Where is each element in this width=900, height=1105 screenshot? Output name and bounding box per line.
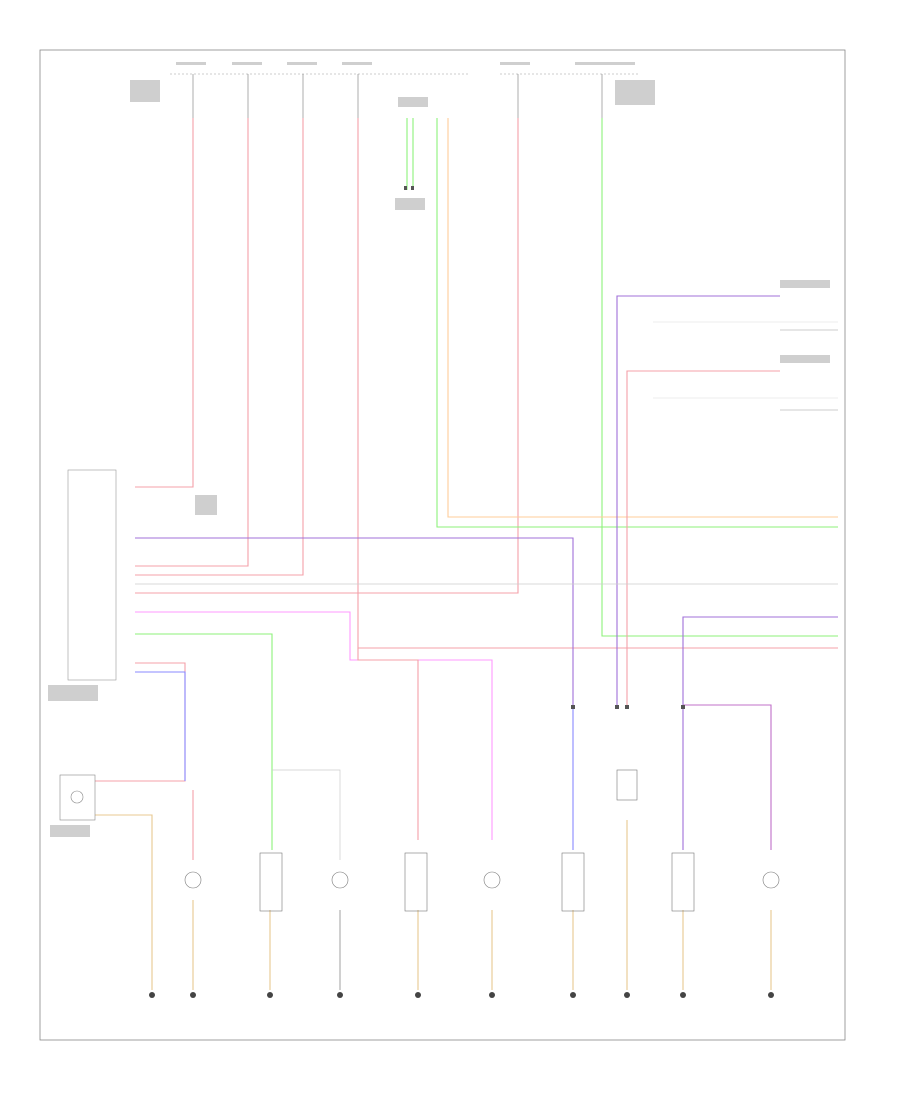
wire-grey-lamp3 [272, 769, 341, 860]
wire-red-row2 [357, 648, 419, 840]
bulb-icon-1 [184, 871, 202, 889]
connector-group [404, 186, 685, 709]
label-stub-group [48, 62, 830, 837]
connector-icon-1 [404, 186, 407, 190]
connector-icon-5 [681, 705, 685, 709]
diagram-border [39, 49, 846, 1041]
ground-icon-6 [489, 992, 495, 998]
ground-icon-8 [624, 992, 630, 998]
ground-icon-10 [768, 992, 774, 998]
fuse-group [192, 74, 603, 118]
sensor-box [59, 774, 96, 821]
sensor-icon [70, 790, 84, 804]
wire-red-5 [135, 118, 519, 594]
lamp-group [184, 769, 780, 912]
ground-icon-5 [415, 992, 421, 998]
ground-icon-1 [149, 992, 155, 998]
right-switch-group [653, 321, 838, 411]
wire-red-2 [135, 118, 249, 567]
module-box-6 [561, 852, 585, 912]
ground-icon-7 [570, 992, 576, 998]
module-box-4 [404, 852, 428, 912]
ground-icon-2 [190, 992, 196, 998]
bulb-icon-3 [331, 871, 349, 889]
bulb-icon-9 [762, 871, 780, 889]
wire-pink-row [135, 611, 493, 840]
module-box-2 [259, 852, 283, 912]
wire-red-1 [135, 118, 194, 488]
wire-orange-c2 [447, 118, 838, 518]
ground-icon-3 [267, 992, 273, 998]
wire-purple-r1 [616, 295, 780, 705]
wire-green-lamp [135, 633, 273, 850]
module-box-8 [671, 852, 695, 912]
wire-green-6 [601, 118, 838, 637]
wire-red-r2 [626, 370, 780, 705]
connector-icon-2 [411, 186, 414, 190]
wire-purple-br [682, 616, 838, 850]
module-box-7 [616, 769, 638, 801]
wire-group [95, 118, 838, 990]
control-module-box [67, 469, 117, 681]
wire-red-4 [357, 118, 838, 649]
ground-group [149, 992, 774, 998]
wire-red-3 [135, 118, 304, 576]
connector-icon-6 [571, 705, 575, 709]
connector-icon-3 [615, 705, 619, 709]
ground-icon-9 [680, 992, 686, 998]
wire-green-c1 [436, 118, 838, 528]
wire-purple-br2 [683, 704, 772, 850]
ground-icon-4 [337, 992, 343, 998]
bulb-icon-5 [483, 871, 501, 889]
wire-purple-row [135, 537, 574, 705]
connector-icon-4 [625, 705, 629, 709]
wire-blue-sensor [135, 671, 186, 781]
wire-red-sensor [95, 662, 186, 782]
wire-tan-ground [95, 814, 153, 990]
